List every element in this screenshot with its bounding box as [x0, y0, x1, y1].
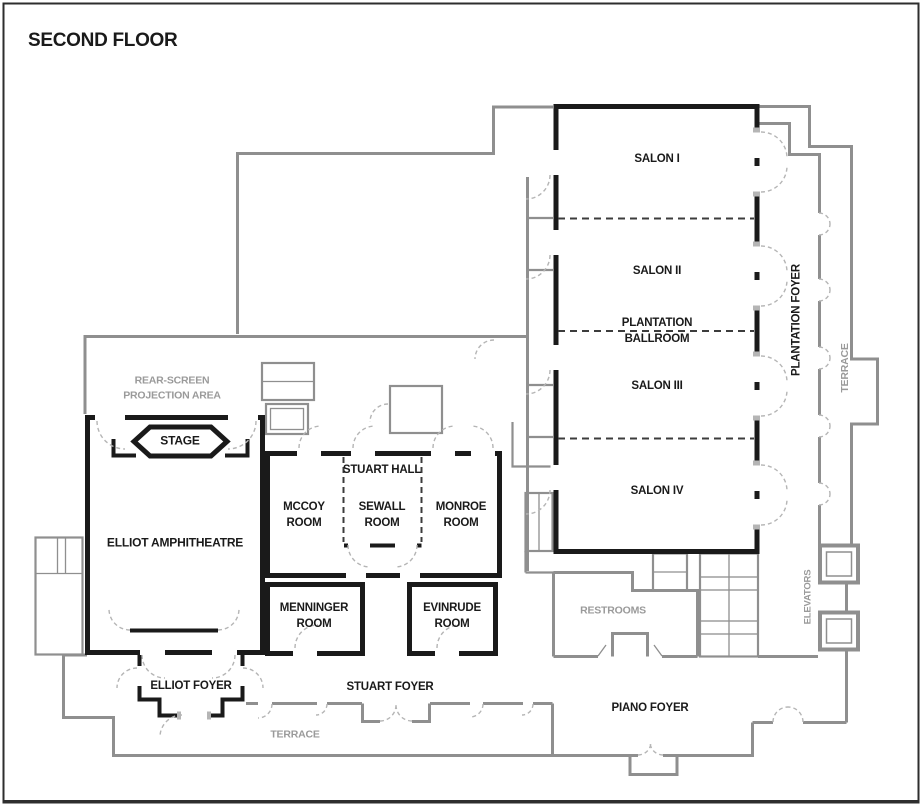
- room-label-plantation-ballroom: PLANTATION BALLROOM: [621, 316, 693, 345]
- room-label-mccoy: MCCOY ROOM: [283, 500, 325, 529]
- plantation-ballroom-outline: [553, 104, 760, 554]
- stuart-hall-outline: [265, 451, 502, 578]
- room-label-stuart-foyer: STUART FOYER: [346, 680, 434, 693]
- meeting-room-walls: [85, 104, 762, 720]
- room-label-stuart-hall: STUART HALL: [342, 463, 422, 476]
- room-label-menninger: MENNINGER ROOM: [279, 601, 349, 630]
- page-title: SECOND FLOOR: [28, 30, 178, 51]
- menninger-room-outline: [265, 582, 365, 656]
- room-label-evinrude: EVINRUDE ROOM: [423, 601, 481, 630]
- evinrude-room-outline: [407, 582, 498, 656]
- building-outline: [34, 105, 879, 776]
- room-label-salon-iv: SALON IV: [630, 484, 684, 497]
- room-label-restrooms: RESTROOMS: [580, 604, 646, 617]
- room-label-elliot-foyer: ELLIOT FOYER: [150, 679, 232, 692]
- room-label-salon-ii: SALON II: [632, 264, 682, 277]
- room-label-salon-i: SALON I: [634, 152, 680, 165]
- room-label-monroe: MONROE ROOM: [435, 500, 487, 529]
- room-label-piano-foyer: PIANO FOYER: [611, 701, 689, 714]
- stage-outline: [130, 424, 231, 459]
- room-label-elevators: ELEVATORS: [802, 569, 814, 625]
- room-label-terrace-bottom: TERRACE: [270, 728, 320, 741]
- room-label-elliot-amphitheatre: ELLIOT AMPHITHEATRE: [106, 535, 244, 550]
- door-swings: [96, 131, 831, 756]
- room-label-stage: STAGE: [160, 433, 200, 448]
- room-label-plantation-foyer: PLANTATION FOYER: [790, 263, 803, 377]
- room-label-terrace-right: TERRACE: [838, 343, 851, 393]
- room-label-salon-iii: SALON III: [631, 379, 683, 392]
- room-label-sewall: SEWALL ROOM: [358, 500, 406, 529]
- room-label-rear-screen: REAR-SCREEN PROJECTION AREA: [123, 374, 221, 401]
